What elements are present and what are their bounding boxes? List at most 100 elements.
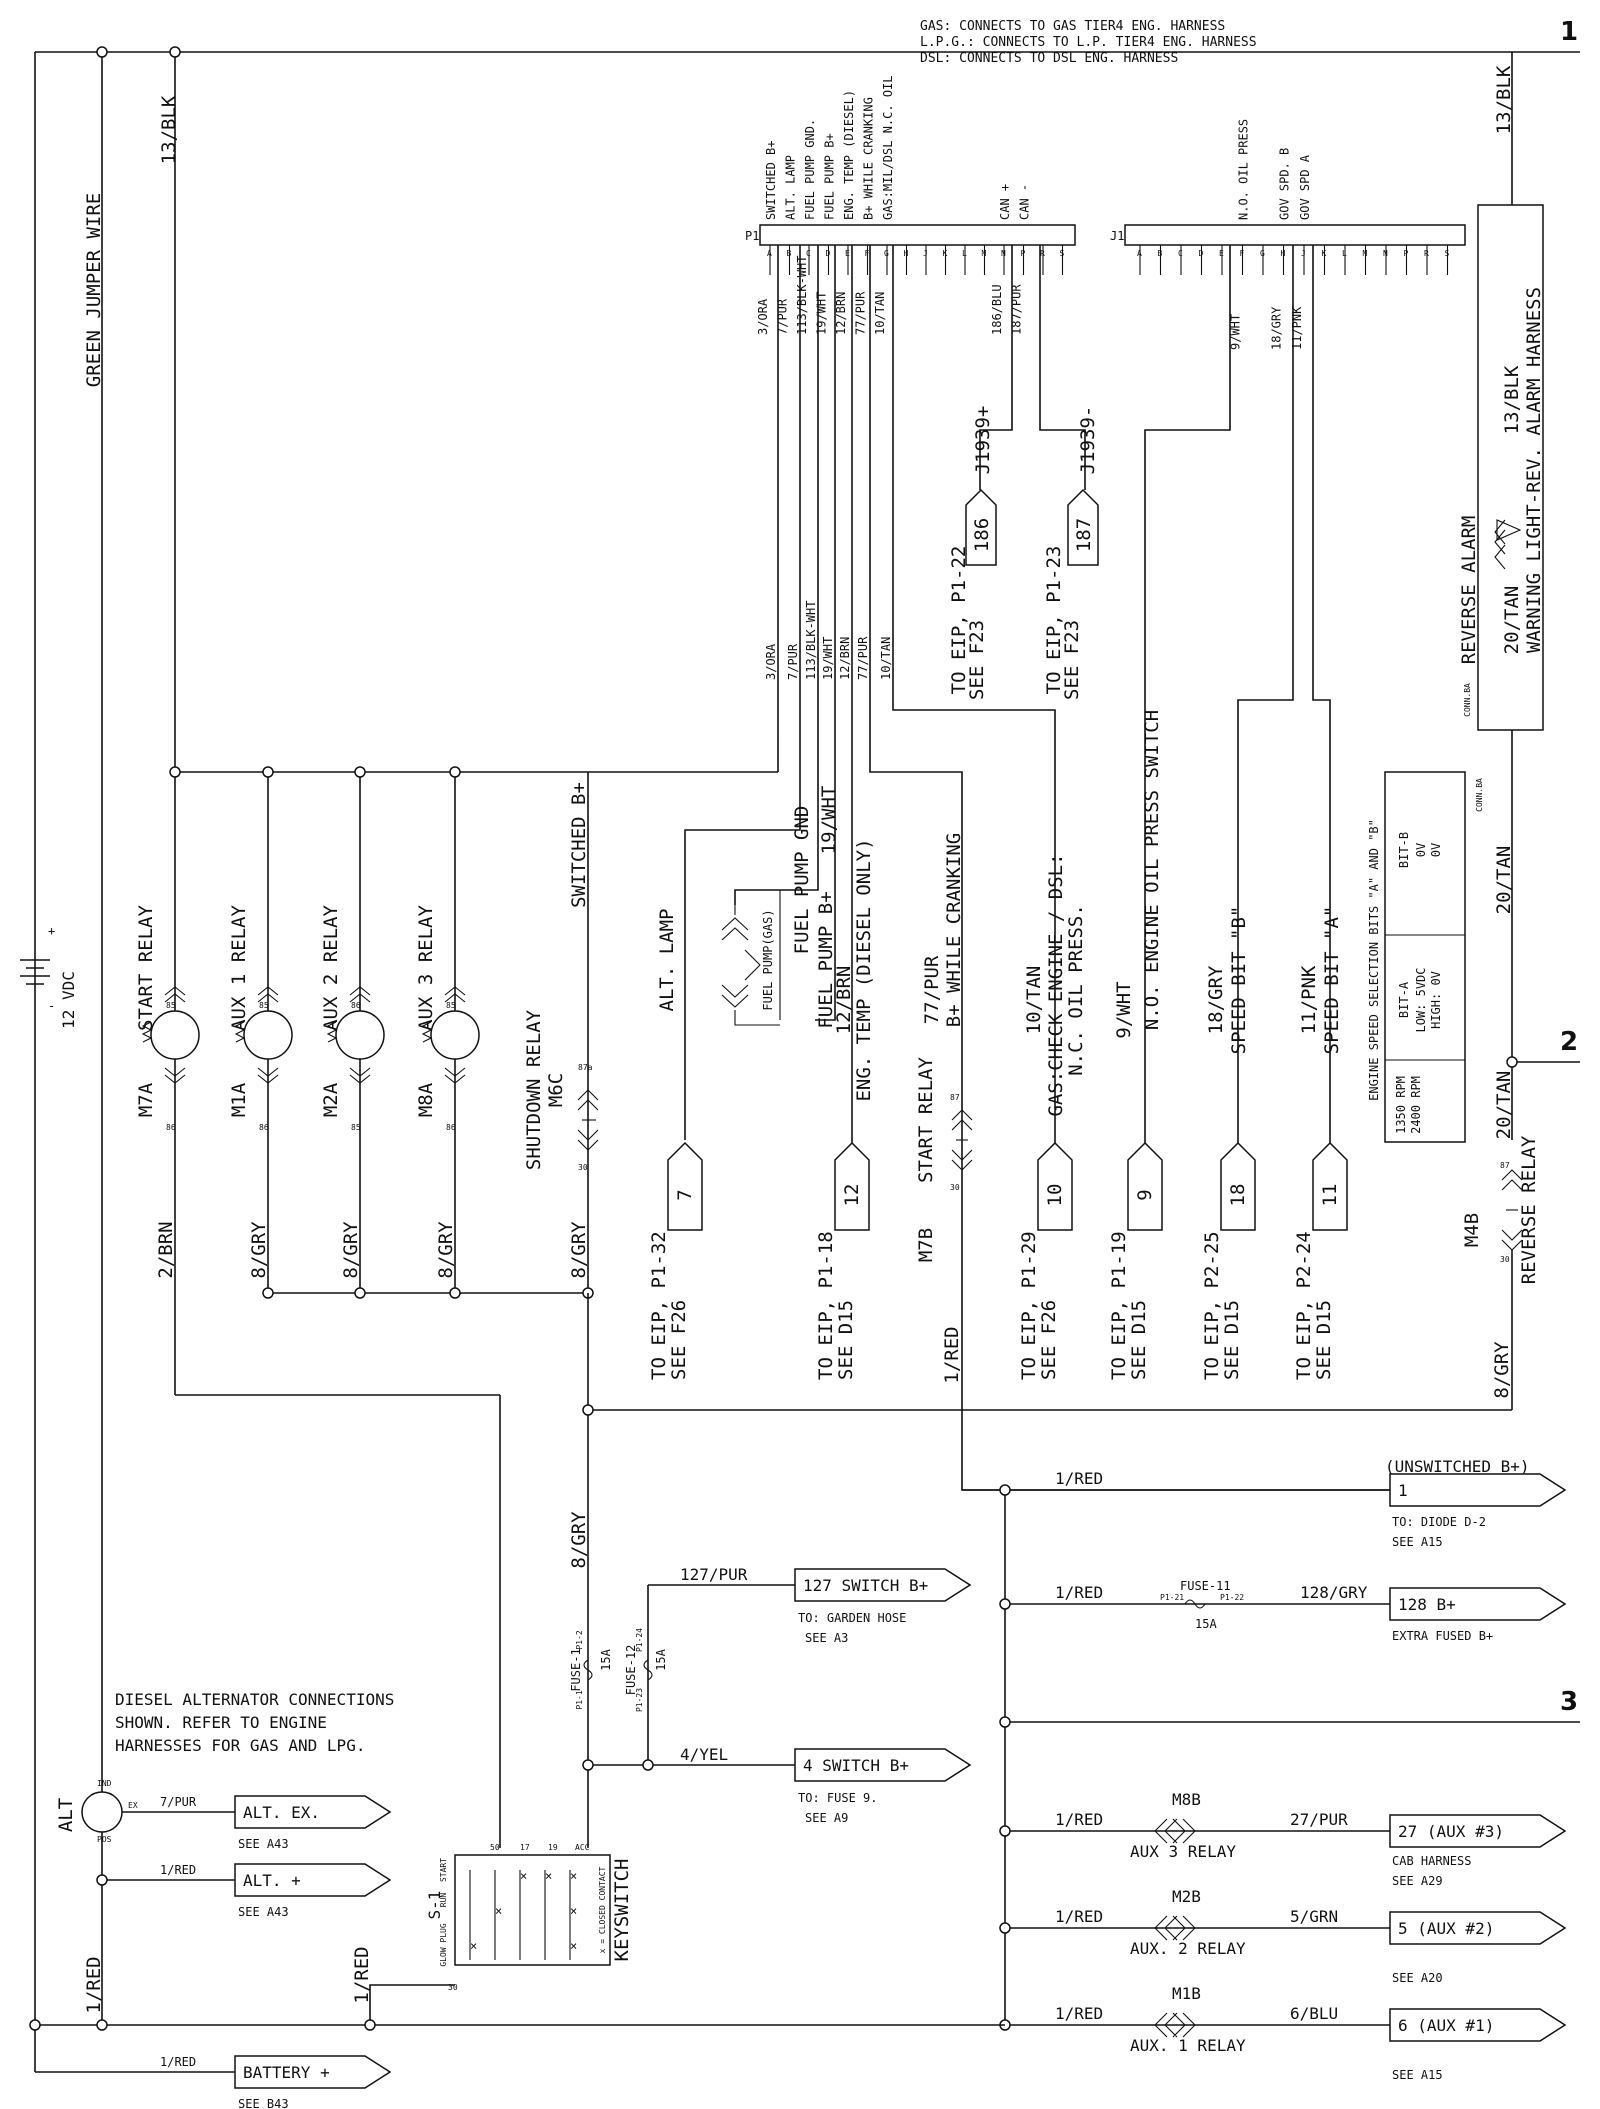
output-connector — [234, 1795, 392, 1829]
shutdown-relay-label: SHUTDOWN RELAY — [523, 1009, 545, 1170]
j1-label: J1 — [1110, 229, 1124, 243]
keyswitch-term-17: 17 — [520, 1843, 530, 1852]
zone-label-1: 1 — [1560, 17, 1578, 47]
p1-pin-wire: 187/PUR — [1010, 284, 1024, 335]
speed-table-title: ENGINE SPEED SELECTION BITS "A" AND "B" — [1367, 819, 1381, 1101]
eip-connector — [834, 1141, 870, 1231]
can-plus-connector — [965, 488, 997, 566]
eip-connector-num: 11 — [1319, 1184, 1341, 1207]
alt-term-ind: IND — [97, 1779, 112, 1788]
zone-marker-1: 1 — [1510, 17, 1580, 53]
eip-connector-ref: TO EIP, P2-24 — [1293, 1231, 1315, 1380]
output-wire: 1/RED — [1055, 1907, 1103, 1926]
mid-wire-label: 77/PUR — [856, 636, 870, 680]
wire-2brn: 2/BRN — [155, 1221, 177, 1278]
output-connector — [234, 2055, 392, 2089]
output-wire: 128/GRY — [1300, 1583, 1368, 1602]
output-connector — [234, 1863, 392, 1897]
eip-connector — [1127, 1141, 1163, 1231]
eip-connector-see: SEE F26 — [668, 1300, 690, 1380]
output-see: SEE A9 — [805, 1811, 848, 1825]
svg-text:×: × — [570, 1869, 577, 1883]
output-connector-label: 6 (AUX #1) — [1398, 2016, 1494, 2035]
output-see: SEE A3 — [805, 1631, 848, 1645]
output-connector-label: 5 (AUX #2) — [1398, 1919, 1494, 1938]
p1-label: P1 — [745, 229, 759, 243]
alt-name: ALT — [55, 1798, 77, 1832]
keyswitch-note: x = CLOSED CONTACT — [598, 1866, 607, 1953]
output-wire: 6/BLU — [1290, 2004, 1338, 2023]
eip-connector-num: 10 — [1044, 1184, 1066, 1207]
switched-bplus-label: SWITCHED B+ — [568, 782, 590, 908]
fuel-pump-bplus-wire: 12/BRN — [833, 966, 855, 1035]
zone-marker-3: 3 — [1510, 1687, 1580, 1723]
p1-pin-function: SWITCHED B+ — [764, 141, 778, 220]
keyswitch-term-50: 50 — [490, 1843, 500, 1852]
output-see: SEE A15 — [1392, 1535, 1443, 1549]
zone-marker-2: 2 — [1510, 1027, 1580, 1063]
speed-bit-b-low: 0V — [1414, 843, 1428, 857]
j1-pin-wire: 18/GRY — [1270, 306, 1284, 350]
reverse-conn-bot: CONN.BA — [1475, 778, 1484, 812]
output-wire: 1/RED — [160, 2055, 196, 2069]
keyswitch-term-19: 19 — [548, 1843, 558, 1852]
svg-text:×: × — [545, 1869, 552, 1883]
svg-text:×: × — [470, 1939, 477, 1953]
check-wire: 10/TAN — [1023, 966, 1045, 1035]
alt-note-3: HARNESSES FOR GAS AND LPG. — [115, 1736, 365, 1755]
relay-m7a-term-top: 85 — [166, 1001, 176, 1010]
output-see: SEE A43 — [238, 1905, 289, 1919]
output-connector — [1389, 1473, 1567, 1507]
reverse-t87: 87 — [1500, 1161, 1510, 1170]
speed-table — [1384, 771, 1466, 1143]
can-plus-see: SEE F23 — [966, 620, 988, 700]
alt-term-pos: POS — [97, 1835, 112, 1844]
output-connector-label: 4 SWITCH B+ — [803, 1756, 909, 1775]
wire-1red-left: 1/RED — [83, 1956, 105, 2013]
p1-pin-function: ENG. TEMP (DIESEL) — [842, 90, 856, 220]
fuel-pump-gnd-label: FUEL PUMP GND — [791, 806, 813, 955]
output-wire: 1/RED — [1055, 1469, 1103, 1488]
relay-m2a-term-bot: 85 — [351, 1123, 361, 1132]
reverse-alarm-label: REVERSE ALARM — [1458, 516, 1480, 665]
output-wire: 1/RED — [1055, 1583, 1103, 1602]
svg-text:×: × — [570, 1939, 577, 1953]
can-minus-see: SEE F23 — [1061, 620, 1083, 700]
svg-text:×: × — [495, 1904, 502, 1918]
start-relay-label: START RELAY — [135, 905, 157, 1031]
fuse1-pin-out: P1-2 — [575, 1630, 584, 1649]
p1-pin-function: GAS:MIL/DSL N.C. OIL — [881, 76, 895, 221]
aux3-relay-label: AUX 3 RELAY — [415, 905, 437, 1031]
output-connector — [794, 1568, 972, 1602]
eip-connector-see: SEE D15 — [1313, 1300, 1335, 1380]
can-plus-name: J1939+ — [972, 406, 994, 475]
j1-pin-label: J — [1301, 249, 1306, 258]
p1-pin-wire: 186/BLU — [990, 284, 1004, 335]
aux1-relay-label: AUX 1 RELAY — [228, 905, 250, 1031]
fuel-pump-bplus-label: FUEL PUMP B+ — [815, 891, 837, 1028]
speed-b-wire: 18/GRY — [1205, 965, 1227, 1034]
eip-connector — [667, 1141, 703, 1231]
output-see: SEE A43 — [238, 1837, 289, 1851]
p1-pin-wire: 7/PUR — [776, 298, 790, 335]
wire-13blk-right: 13/BLK — [1493, 65, 1515, 134]
oil-switch-label: N.O. ENGINE OIL PRESS SWITCH — [1141, 710, 1163, 1030]
mid-wire-label: 7/PUR — [786, 643, 800, 680]
keyswitch-code: S-1 — [425, 1891, 444, 1920]
fuse11-amp: 15A — [1195, 1617, 1217, 1631]
aux-relay-label: AUX 3 RELAY — [1130, 1842, 1236, 1861]
output-to: TO: GARDEN HOSE — [798, 1611, 906, 1625]
output-wire: 1/RED — [1055, 2004, 1103, 2023]
shutdown-relay-code: M6C — [545, 1073, 567, 1107]
alt-term-ex: EX — [128, 1801, 138, 1810]
aux-relay-label: AUX. 1 RELAY — [1130, 2036, 1246, 2055]
j1-pin-wire: 11/PNK — [1290, 306, 1304, 350]
reverse-conn-top: CONN.BA — [1463, 683, 1472, 717]
fuse1-name: FUSE-1 — [569, 1648, 583, 1691]
aux-relay-code: M1B — [1172, 1984, 1201, 2003]
relay-m2a-term-top: 86 — [351, 1001, 361, 1010]
mid-wire-label: 12/BRN — [838, 637, 852, 680]
can-minus-name: J1939- — [1077, 406, 1099, 475]
header-note-dsl: DSL: CONNECTS TO DSL ENG. HARNESS — [920, 51, 1178, 66]
aux1-relay-code: M1A — [228, 1082, 250, 1117]
